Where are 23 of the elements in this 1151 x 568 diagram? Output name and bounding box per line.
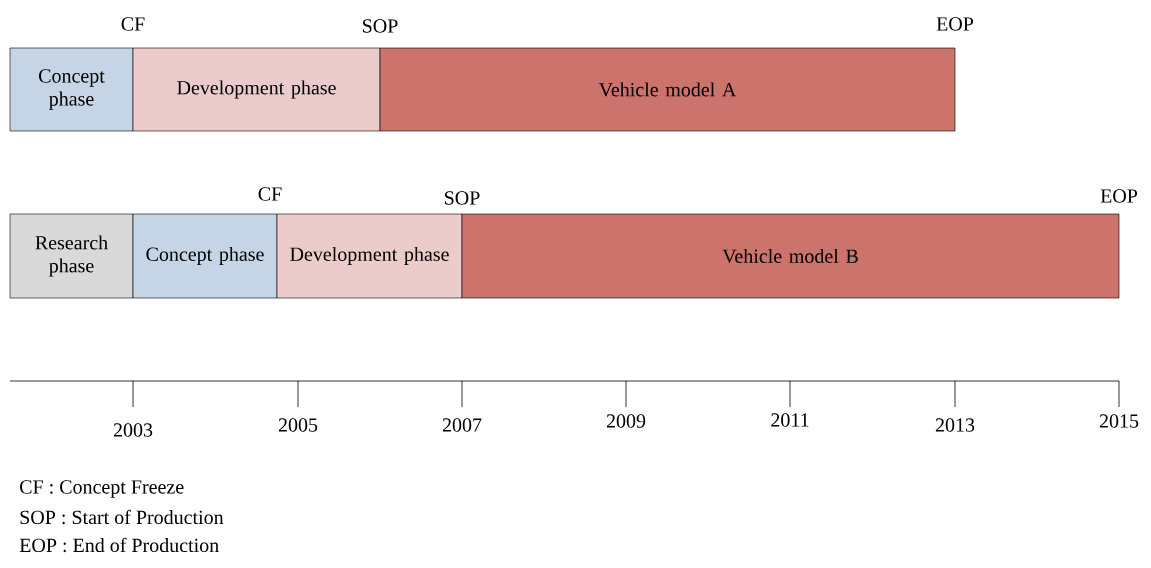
milestone-label: EOP	[1100, 189, 1138, 203]
legend-note: CF : Concept Freeze	[20, 480, 184, 498]
year-label: 2011	[771, 413, 809, 427]
milestone-label: CF	[258, 187, 282, 201]
milestone-label: EOP	[936, 17, 974, 31]
year-label: 2009	[606, 414, 646, 428]
milestone-label: SOP	[363, 19, 398, 33]
year-label: 2015	[1099, 414, 1139, 428]
year-label: 2007	[442, 418, 482, 432]
phase-box: Vehicle model A	[379, 47, 956, 132]
phase-box: Development phase	[132, 47, 381, 132]
phase-box: Development phase	[276, 213, 463, 299]
year-label: 2005	[278, 418, 318, 432]
phase-box: Research phase	[9, 213, 134, 299]
legend-note: SOP : Start of Production	[20, 509, 224, 525]
phase-box: Concept phase	[132, 213, 278, 299]
year-label: 2003	[113, 423, 153, 437]
milestone-label: SOP	[445, 191, 480, 205]
phase-box: Concept phase	[9, 47, 134, 132]
legend-note: EOP : End of Production	[19, 537, 219, 553]
milestone-label: CF	[121, 17, 145, 31]
year-label: 2013	[935, 418, 975, 432]
phase-box: Vehicle model B	[461, 213, 1120, 299]
